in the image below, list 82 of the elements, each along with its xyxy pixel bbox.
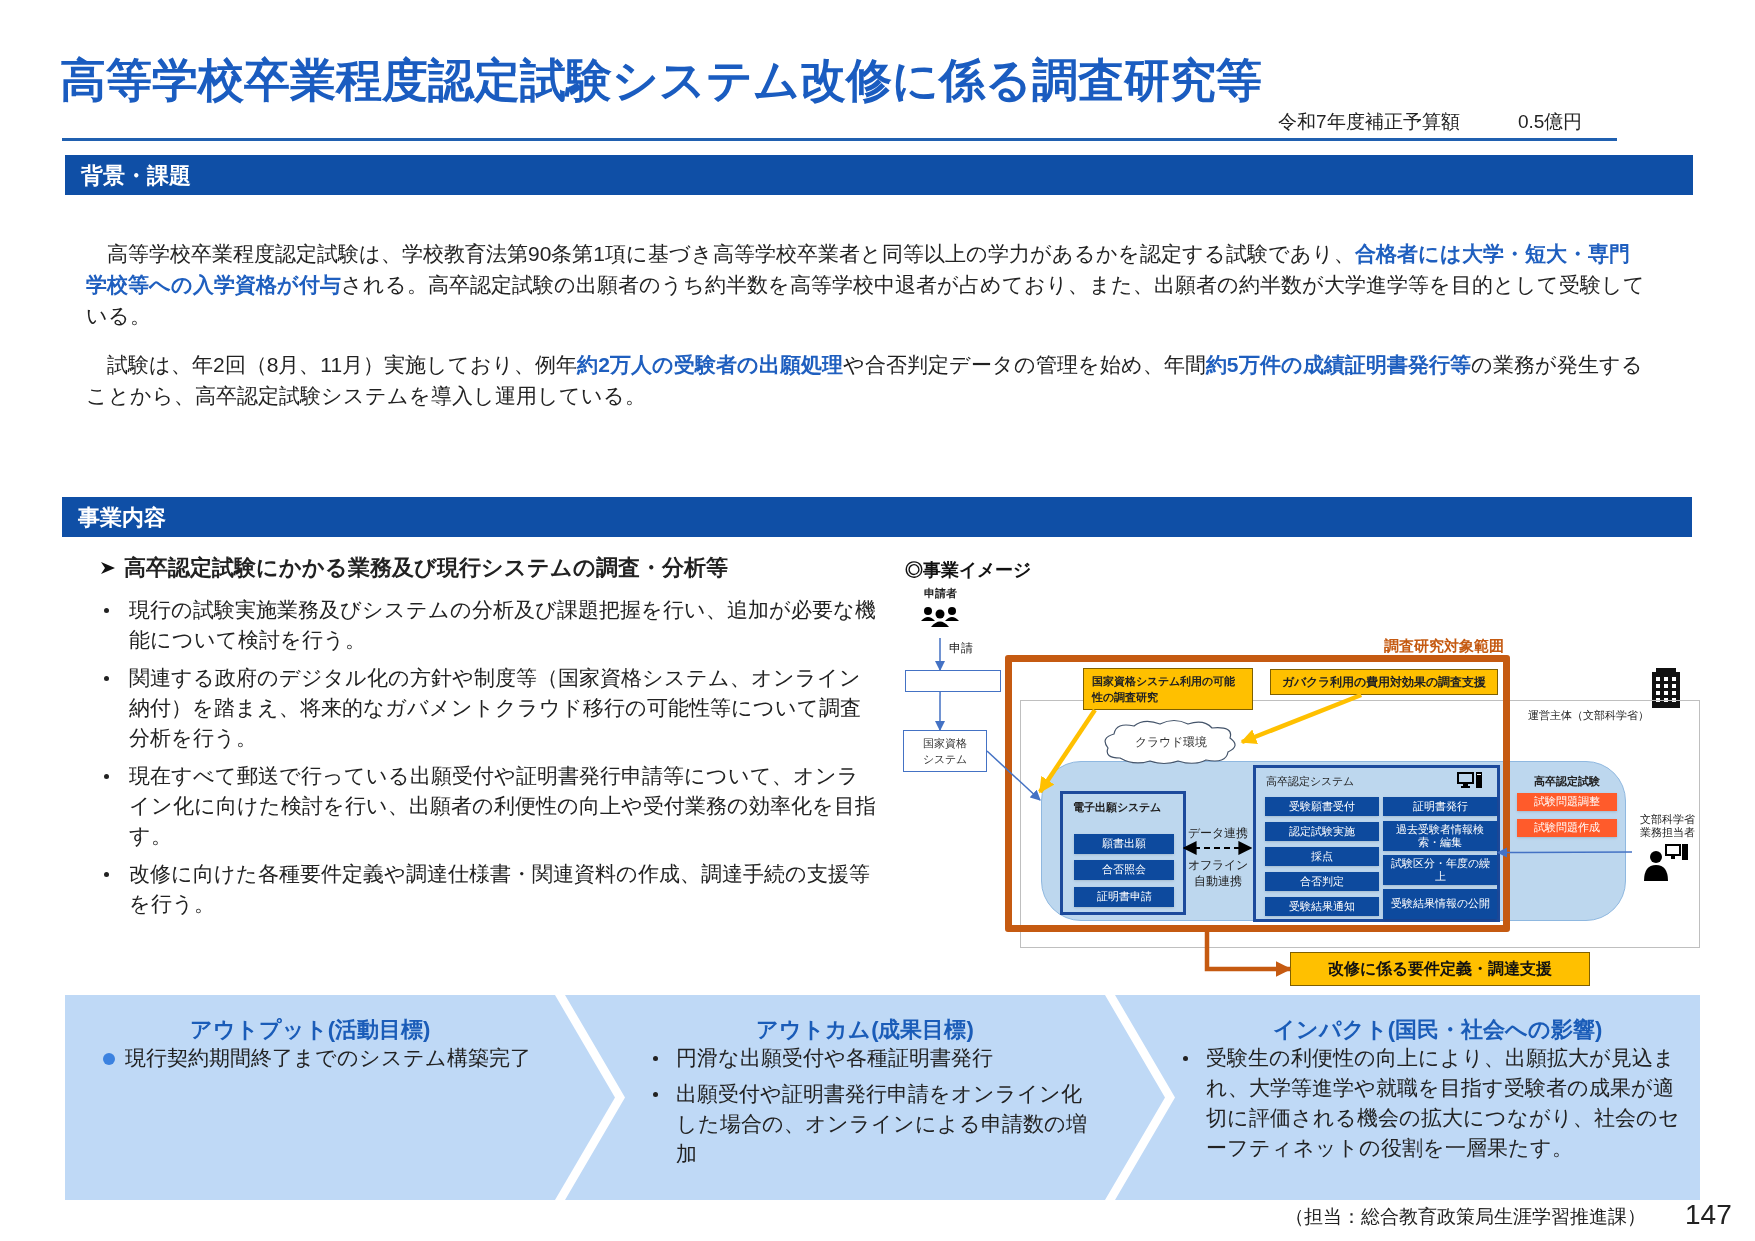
list-heading: 高卒認定試験にかかる業務及び現行システムの調査・分析等 bbox=[124, 554, 728, 582]
bullet-text: 関連する政府のデジタル化の方針や制度等（国家資格システム、オンライン納付）を踏まえ、将来的なガバメントクラウド移行の可能性等について調査分析を行う。 bbox=[129, 665, 862, 751]
page-title: 高等学校卒業程度認定試験システム改修に係る調査研究等 bbox=[60, 53, 1262, 108]
panel-text: 円滑な出願受付や各種証明書発行 bbox=[676, 1045, 993, 1071]
function-box bbox=[1383, 821, 1497, 851]
section-subheading: ◎事業イメージ bbox=[905, 559, 1031, 582]
system-area bbox=[1041, 761, 1626, 921]
panel-text: 出願受付や証明書発行申請をオンライン化した場合の、オンラインによる申請数の増加 bbox=[676, 1081, 1087, 1167]
section-header-bar bbox=[62, 497, 1692, 537]
portal-box bbox=[905, 670, 1001, 692]
task-box bbox=[1083, 668, 1253, 710]
edge-label: データ連携 bbox=[1187, 826, 1249, 840]
box-label: 試験問題調整 bbox=[1534, 795, 1600, 809]
function-box bbox=[1383, 855, 1497, 885]
box-label: 国家資格システム bbox=[922, 735, 968, 767]
function-box bbox=[1265, 822, 1379, 841]
box-label: ガバクラ利用の費用対効果の調査支援 bbox=[1282, 674, 1486, 691]
panel-text: 受験生の利便性の向上により、出願拡大が見込まれ、大学等進学や就職を目指す受験者の成果が適切に評価される機会の拡大につながり、社会のセーフティネットの役割を一層果たす。 bbox=[1206, 1045, 1681, 1161]
box-label: 願書出願 bbox=[1101, 837, 1147, 851]
function-box bbox=[1383, 797, 1497, 816]
function-box bbox=[1074, 834, 1174, 854]
box-label: 証明書発行 bbox=[1411, 799, 1469, 814]
box-label: 受験願書受付 bbox=[1288, 799, 1356, 814]
function-box bbox=[1265, 797, 1379, 816]
area-label: 運営主体（文部科学省） bbox=[1528, 708, 1649, 723]
task-box bbox=[1290, 952, 1590, 986]
bullet-text: 改修に向けた各種要件定義や調達仕様書・関連資料の作成、調達手続の支援等を行う。 bbox=[129, 861, 871, 917]
box-label: 合否照会 bbox=[1101, 863, 1147, 877]
area-heading: 高卒認定試験 bbox=[1533, 774, 1601, 789]
arrow bbox=[934, 637, 946, 672]
arrow bbox=[1496, 847, 1633, 858]
box-label: 改修に係る要件定義・調達支援 bbox=[1328, 959, 1552, 979]
panel-heading: アウトカム(成果目標) bbox=[755, 1016, 975, 1044]
function-box bbox=[1074, 887, 1174, 907]
note-text: 令和7年度補正予算額 bbox=[1278, 110, 1460, 134]
box-label: 過去受験者情報検索・編集 bbox=[1395, 822, 1485, 850]
panel-text: 現行契約期間終了までのシステム構築完了 bbox=[125, 1045, 531, 1071]
cloud-label: クラウド環境 bbox=[1135, 734, 1207, 751]
arrow bbox=[1240, 692, 1363, 745]
task-box bbox=[1270, 669, 1498, 695]
box-label: 試験問題作成 bbox=[1534, 821, 1600, 835]
person-label: 申請者 bbox=[923, 588, 957, 599]
box-label: 国家資格システム利用の可能性の調査研究 bbox=[1090, 673, 1236, 705]
person-label: 文部科学省業務担当者 bbox=[1638, 813, 1696, 840]
box-label: 採点 bbox=[1310, 849, 1334, 864]
edge-label: 申請 bbox=[948, 641, 974, 655]
page-number: 147 bbox=[1685, 1198, 1732, 1232]
system-box bbox=[1060, 791, 1186, 915]
panel-heading: インパクト(国民・社会への影響) bbox=[1271, 1016, 1604, 1044]
arrow bbox=[1204, 932, 1292, 977]
box-label: 受験結果通知 bbox=[1288, 899, 1356, 914]
function-box bbox=[1265, 847, 1379, 866]
arrow bbox=[934, 691, 946, 732]
system-heading: 電子出願システム bbox=[1073, 800, 1161, 815]
task-box bbox=[1517, 793, 1617, 811]
bullet-text: 現在すべて郵送で行っている出願受付や証明書発行申請等について、オンライン化に向けた検討を行い、出願者の利便性の向上や受付業務の効率化を目指す。 bbox=[129, 763, 877, 849]
task-box bbox=[1517, 819, 1617, 837]
note-text: オフライン自動連携 bbox=[1187, 858, 1249, 890]
arrow bbox=[1182, 840, 1253, 855]
bullet-text: 現行の試験実施業務及びシステムの分析及び課題把握を行い、追加が必要な機能について検討を行う。 bbox=[129, 597, 877, 653]
function-box bbox=[1265, 897, 1379, 916]
note-text: 0.5億円 bbox=[1518, 110, 1583, 134]
function-box bbox=[1265, 872, 1379, 891]
paragraph: 高等学校卒業程度認定試験は、学校教育法第90条第1項に基づき高等学校卒業者と同等以上の学力があるかを認定する試験であり、合格者には大学・短大・専門学校等への入学資格が付与される。高卒認定試験の出願者のうち約半数を高等学校中退者が占めており、また、出願者の約半数が大学進学等を目的として受験している。 bbox=[86, 241, 1646, 329]
panel-heading: アウトプット(活動目標) bbox=[188, 1016, 432, 1044]
system-box bbox=[903, 730, 987, 772]
scope-heading: 調査研究対象範囲 bbox=[1384, 636, 1504, 655]
box-label: 合否判定 bbox=[1299, 874, 1345, 889]
function-box bbox=[1074, 860, 1174, 880]
box-label: 認定試験実施 bbox=[1288, 824, 1356, 839]
note-text: （担当：総合教育政策局生涯学習推進課） bbox=[1285, 1205, 1646, 1229]
paragraph: 試験は、年2回（8月、11月）実施しており、例年約2万人の受験者の出願処理や合否判定データの管理を始め、年間約5万件の成績証明書発行等の業務が発生することから、高卒認定試験システムを導入し運用している。 bbox=[86, 352, 1644, 409]
function-box bbox=[1383, 889, 1497, 919]
system-heading: 高卒認定システム bbox=[1266, 774, 1354, 789]
section-header-bar bbox=[65, 155, 1693, 195]
box-label: 受験結果情報の公開 bbox=[1389, 897, 1491, 911]
system-box bbox=[1253, 765, 1500, 922]
box-label: 試験区分・年度の繰上 bbox=[1389, 856, 1491, 884]
box-label: 証明書申請 bbox=[1095, 890, 1153, 904]
section-heading: 事業内容 bbox=[78, 503, 166, 532]
section-heading: 背景・課題 bbox=[81, 161, 191, 190]
arrow bbox=[986, 750, 1041, 801]
